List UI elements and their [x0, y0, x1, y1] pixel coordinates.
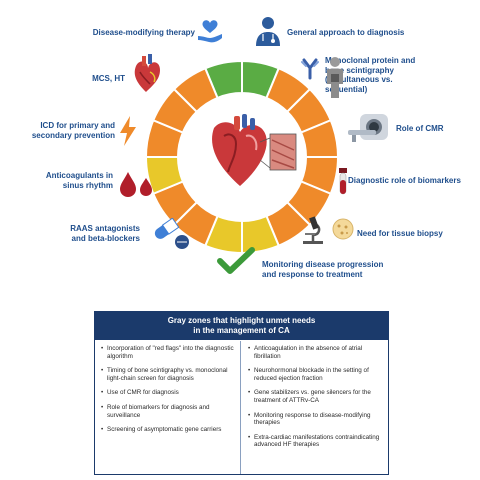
label-disease-modifying-therapy: Disease-modifying therapy: [92, 28, 195, 37]
list-item: Screening of asymptomatic gene carriers: [101, 426, 236, 434]
label-mcs-ht: MCS, HT: [92, 74, 125, 83]
label-icd: ICD for primary and secondary prevention: [31, 121, 115, 140]
list-item: Incorporation of "red flags" into the di…: [101, 345, 236, 360]
heart-hand-icon: [198, 20, 222, 43]
label-general-approach: General approach to diagnosis: [287, 28, 405, 37]
wheel-segments: [144, 59, 340, 255]
list-item: Neurohormonal blockade in the setting of…: [248, 367, 384, 382]
list-item: Role of biomarkers for diagnosis and sur…: [101, 404, 236, 419]
heart-anatomy-icon: [212, 114, 297, 186]
antibody-icon: [301, 58, 319, 80]
blood-tube-icon: [339, 168, 347, 195]
list-item: Anticoagulation in the absence of atrial…: [248, 345, 384, 360]
list-item: Use of CMR for diagnosis: [101, 389, 236, 397]
pills-icon: [154, 218, 189, 249]
label-monitoring: Monitoring disease progression and respo…: [262, 260, 384, 279]
therapy-wheel: [144, 59, 340, 255]
gray-zones-left-column: Incorporation of "red flags" into the di…: [95, 341, 241, 474]
gray-zones-right-column: Anticoagulation in the absence of atrial…: [242, 341, 388, 474]
tissue-cell-icon: [332, 218, 354, 240]
list-item: Extra-cardiac manifestations contraindic…: [248, 434, 384, 449]
label-tissue-biopsy: Need for tissue biopsy: [357, 229, 443, 238]
gray-zones-table: Gray zones that highlight unmet needs in…: [94, 311, 389, 475]
list-item: Timing of bone scintigraphy vs. monoclon…: [101, 367, 236, 382]
artificial-heart-icon: [134, 54, 160, 92]
list-item: Gene stabilizers vs. gene silencers for …: [248, 389, 384, 404]
gray-zones-title: Gray zones that highlight unmet needs in…: [95, 312, 388, 340]
checkmark-icon: [217, 247, 255, 274]
list-item: Monitoring response to disease-modifying…: [248, 412, 384, 427]
lightning-icon: [120, 116, 136, 146]
label-diagnostic-biomarkers: Diagnostic role of biomarkers: [348, 176, 461, 185]
blood-drops-icon: [120, 172, 152, 197]
label-raas: RAAS antagonists and beta-blockers: [70, 224, 140, 243]
person-silhouette-icon: [327, 57, 343, 98]
label-anticoagulants: Anticoagulants in sinus rhythm: [45, 171, 113, 190]
microscope-icon: [303, 216, 323, 244]
label-role-of-cmr: Role of CMR: [396, 124, 444, 133]
doctor-icon: [256, 17, 280, 46]
mri-scanner-icon: [348, 114, 388, 142]
